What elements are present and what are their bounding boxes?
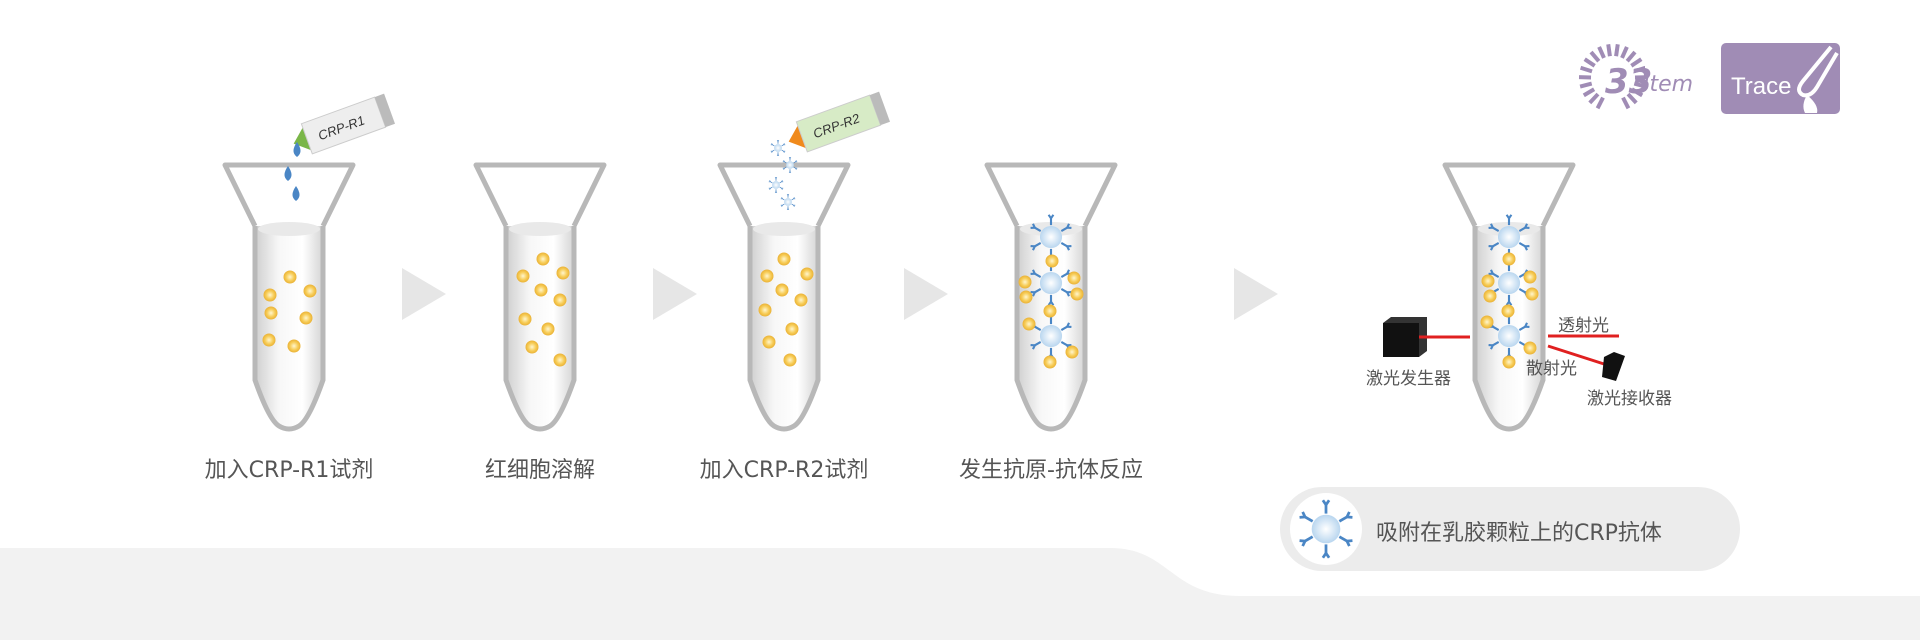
- rbc-particle: [762, 335, 776, 349]
- legend-text: 吸附在乳胶颗粒上的CRP抗体: [1376, 521, 1662, 546]
- latex-antibody: [1488, 313, 1530, 359]
- latex-antibody: [1299, 499, 1353, 559]
- tube-funnel: [717, 162, 851, 228]
- rbc-particle: [777, 252, 791, 266]
- tube-funnel: [473, 162, 607, 228]
- rbc-particle: [536, 252, 550, 266]
- next-step-arrow: [402, 268, 446, 320]
- scattered-beam: [1547, 344, 1605, 366]
- transmitted-light-label: 透射光: [1558, 316, 1609, 336]
- rbc-particle: [1043, 355, 1057, 369]
- laser-receiver-label: 激光接收器: [1587, 389, 1672, 409]
- item-count-logo: 33 Item: [1575, 38, 1705, 118]
- rbc-particle: [783, 353, 797, 367]
- reagent-drop-icon: [292, 186, 300, 201]
- step-label: 加入CRP-R1试剂: [204, 458, 374, 483]
- trace-text: Trace: [1731, 73, 1792, 100]
- reagent-bottle-r1: CRP-R1: [293, 93, 396, 155]
- step-label: 发生抗原-抗体反应: [959, 458, 1143, 483]
- rbc-particle: [262, 333, 276, 347]
- rbc-particle: [1067, 271, 1081, 285]
- rbc-particle: [264, 306, 278, 320]
- item-count: 33: [1605, 62, 1653, 102]
- rbc-particle: [1502, 355, 1516, 369]
- rbc-particle: [1481, 274, 1495, 288]
- rbc-particle: [1022, 317, 1036, 331]
- rbc-particle: [1501, 304, 1515, 318]
- rbc-particle: [775, 283, 789, 297]
- next-step-arrow: [1234, 268, 1278, 320]
- test-tube: [473, 162, 607, 432]
- rbc-particle: [518, 312, 532, 326]
- rbc-particle: [1045, 254, 1059, 268]
- reagent-drop-icon: [284, 166, 292, 181]
- rbc-particle: [1525, 287, 1539, 301]
- rbc-particle: [800, 267, 814, 281]
- bottom-band: [0, 548, 1920, 640]
- antibody-particle-icon: [1290, 493, 1362, 565]
- rbc-particle: [1043, 304, 1057, 318]
- test-tube: [984, 162, 1118, 432]
- step-label: 加入CRP-R2试剂: [699, 458, 869, 483]
- legend: 吸附在乳胶颗粒上的CRP抗体: [1280, 487, 1740, 571]
- rbc-particle: [1480, 315, 1494, 329]
- rbc-particle: [1502, 252, 1516, 266]
- trace-logo: Trace: [1721, 43, 1840, 114]
- rbc-particle: [1019, 290, 1033, 304]
- tube-funnel: [1442, 162, 1576, 228]
- rbc-particle: [299, 311, 313, 325]
- tube-funnel: [984, 162, 1118, 228]
- laser-receiver-icon: [1602, 352, 1625, 381]
- laser-emitter-icon: [1383, 323, 1419, 357]
- tube-funnel: [222, 162, 356, 228]
- tube-body: [252, 226, 326, 432]
- rbc-particle: [263, 288, 277, 302]
- scattered-light-label: 散射光: [1526, 359, 1577, 379]
- reagent-drop-icon: [293, 142, 301, 157]
- latex-antibody: [1030, 260, 1072, 306]
- latex-antibody: [770, 139, 786, 157]
- latex-antibody: [1488, 214, 1530, 260]
- item-word: Item: [1643, 72, 1694, 97]
- rbc-particle: [760, 269, 774, 283]
- rbc-particle: [1065, 345, 1079, 359]
- rbc-particle: [556, 266, 570, 280]
- rbc-particle: [287, 339, 301, 353]
- rbc-particle: [1070, 287, 1084, 301]
- rbc-particle: [283, 270, 297, 284]
- test-tube: [1442, 162, 1576, 432]
- test-tube: [222, 162, 356, 432]
- rbc-particle: [303, 284, 317, 298]
- rbc-particle: [553, 293, 567, 307]
- reagent-bottle-r2: CRP-R2: [788, 91, 891, 153]
- latex-antibody: [782, 156, 798, 174]
- rbc-particle: [541, 322, 555, 336]
- ring-icon: [1578, 44, 1645, 110]
- latex-antibody: [780, 193, 796, 211]
- rbc-particle: [525, 340, 539, 354]
- rbc-particle: [1523, 270, 1537, 284]
- rbc-particle: [758, 303, 772, 317]
- latex-antibody: [1030, 214, 1072, 260]
- next-step-arrow: [653, 268, 697, 320]
- laser-emitter-label: 激光发生器: [1366, 369, 1451, 389]
- rbc-particle: [553, 353, 567, 367]
- rbc-particle: [1483, 289, 1497, 303]
- next-step-arrow: [904, 268, 948, 320]
- rbc-particle: [785, 322, 799, 336]
- rbc-particle: [516, 269, 530, 283]
- rbc-particle: [1018, 275, 1032, 289]
- test-tube: [717, 162, 851, 432]
- step-label: 红细胞溶解: [484, 458, 596, 483]
- rbc-particle: [534, 283, 548, 297]
- pipette-icon: [1797, 45, 1839, 113]
- rbc-particle: [1523, 341, 1537, 355]
- rbc-particle: [794, 293, 808, 307]
- latex-antibody: [768, 176, 784, 194]
